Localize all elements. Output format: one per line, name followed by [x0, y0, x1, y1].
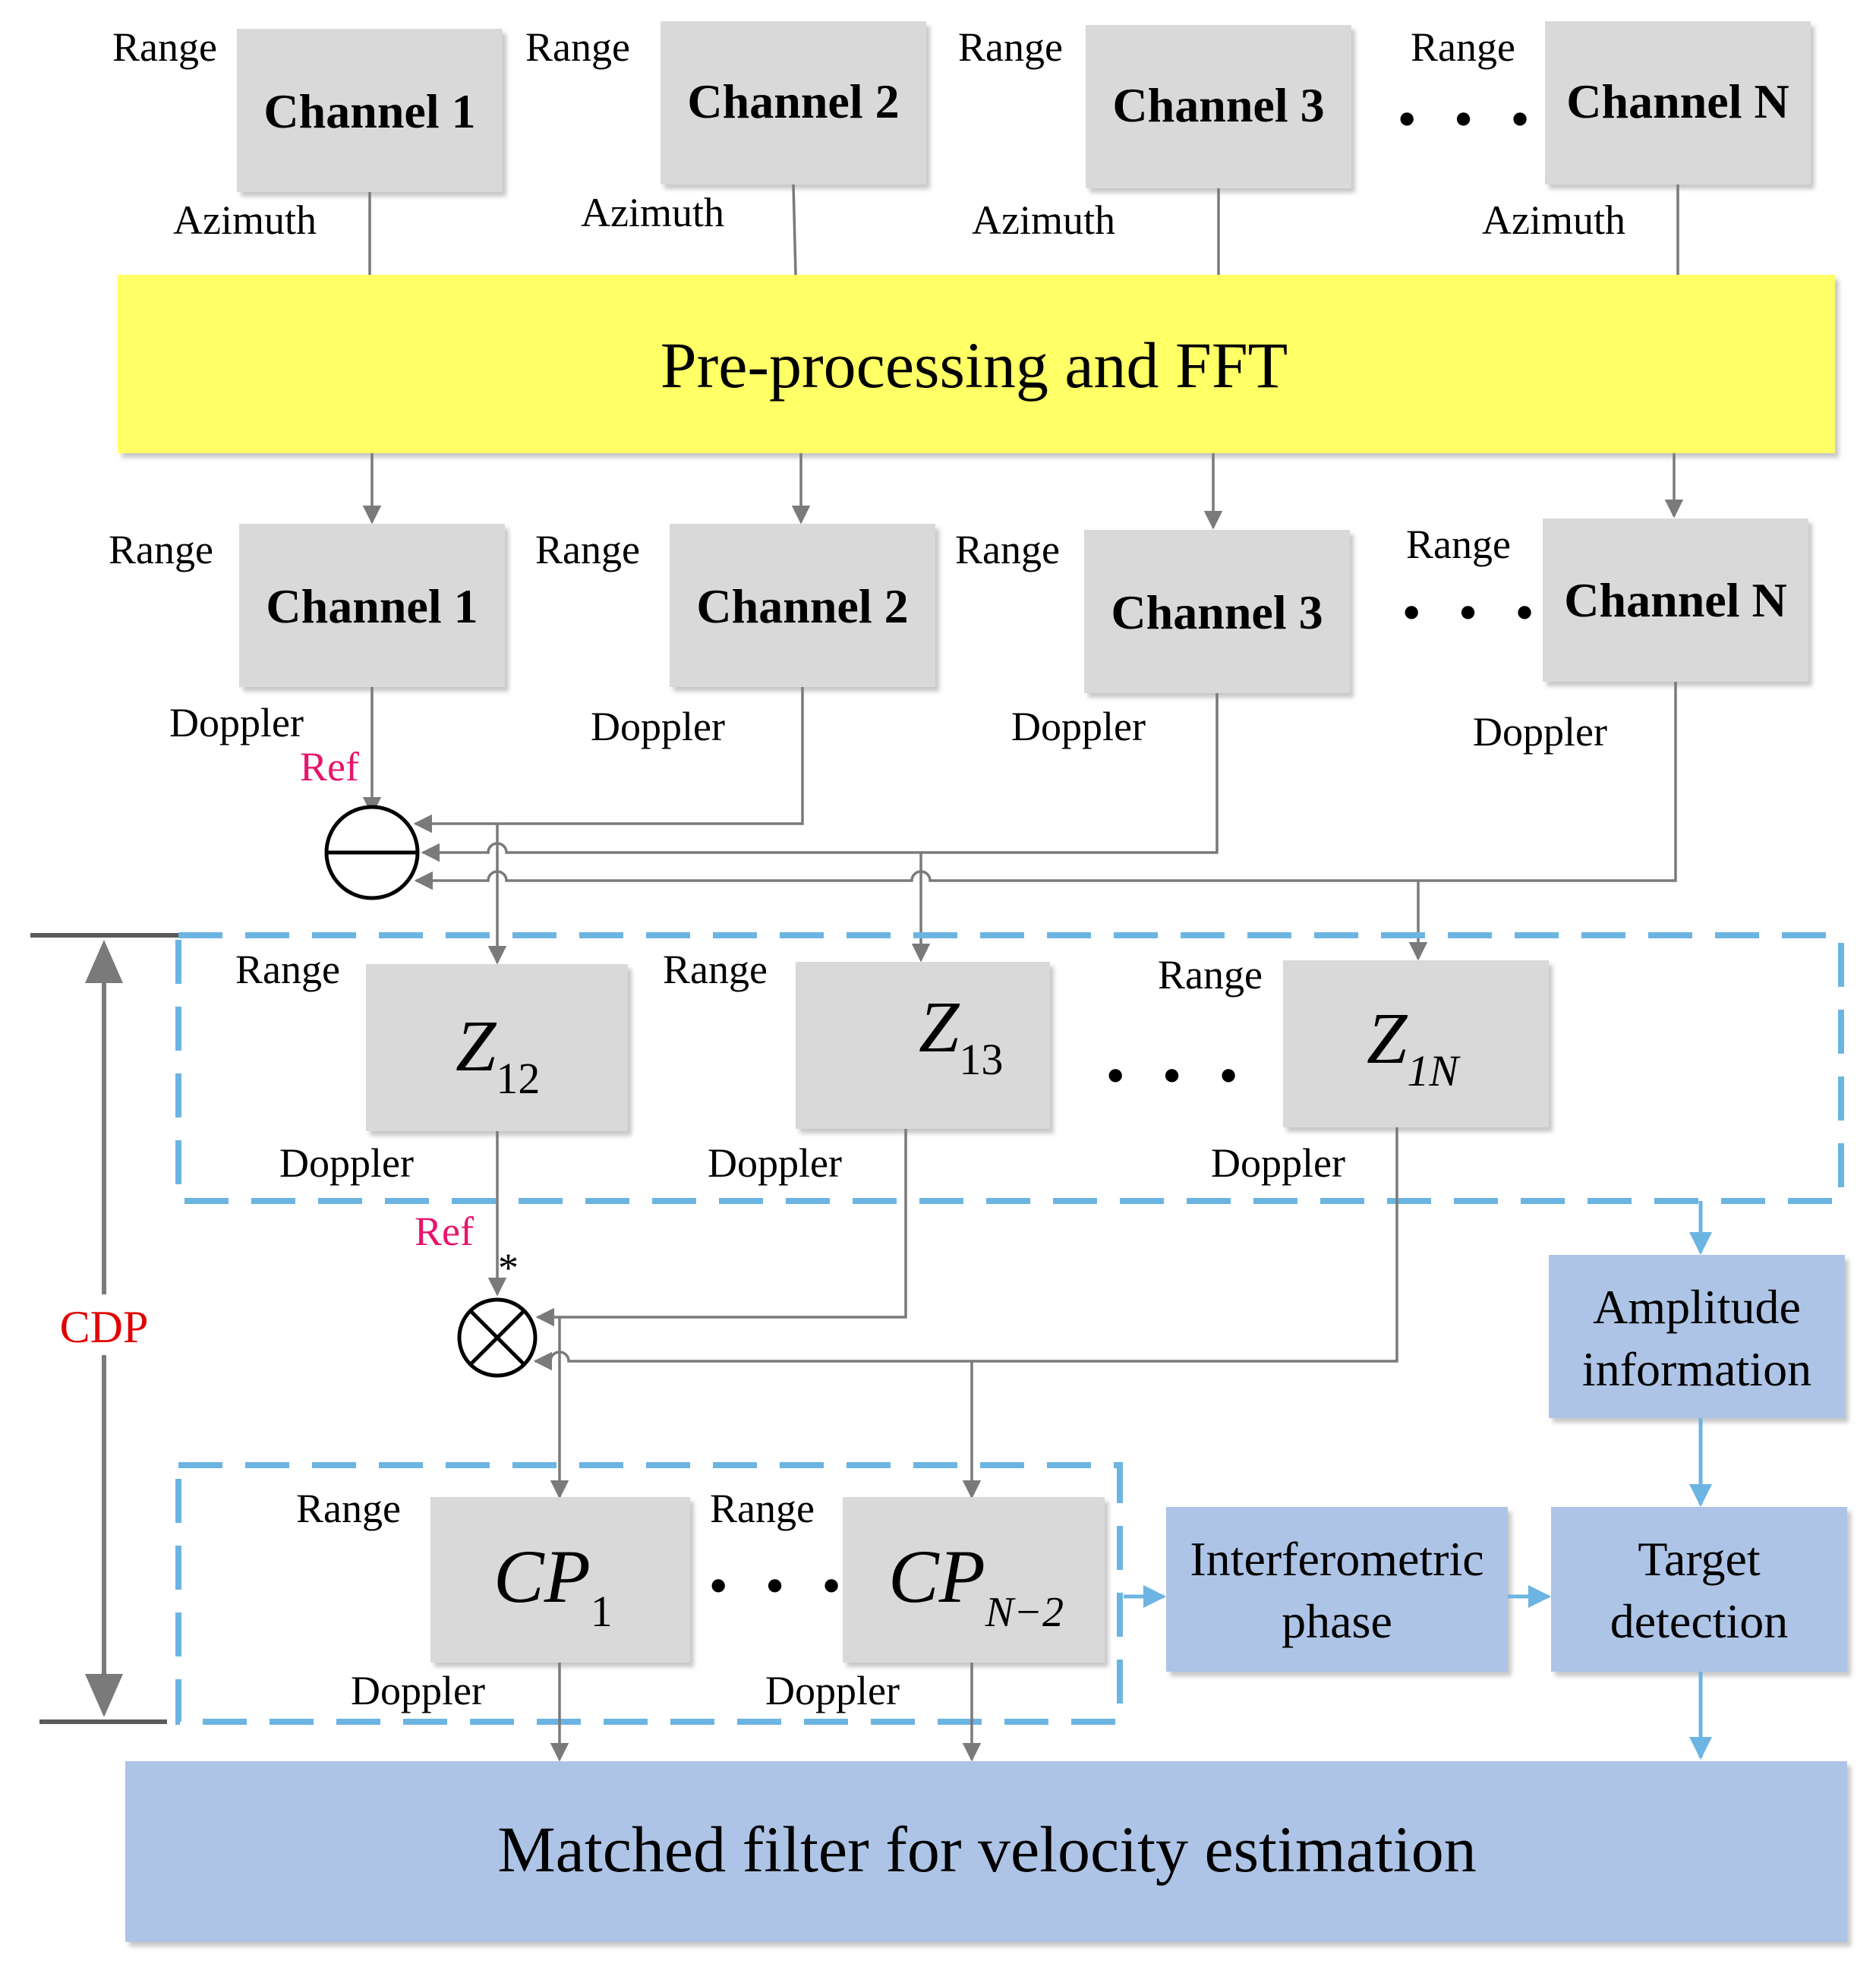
cpn2-label: CPN−2 — [888, 1534, 1064, 1636]
stage2-channel-n-label: Channel N — [1564, 573, 1786, 627]
cpn2-box — [843, 1497, 1105, 1663]
z12-label: Z12 — [456, 1005, 540, 1103]
stage2-channel-3-box — [1084, 530, 1350, 693]
stage1-connectors — [368, 184, 1679, 276]
stage1-channel-3-box — [1086, 25, 1351, 188]
ref-label-subtract: Ref — [300, 744, 359, 790]
side-box-connectors — [1124, 1201, 1712, 1760]
stage1-azimuth-label-n: Azimuth — [1482, 197, 1625, 243]
stage2-channel-1-label: Channel 1 — [266, 579, 478, 633]
z-range-label-2: Range — [663, 947, 768, 992]
matched-filter-label: Matched filter for velocity estimation — [497, 1813, 1477, 1886]
target-detection-label-line2: detection — [1610, 1594, 1789, 1648]
z-ellipsis: • • • — [1107, 1048, 1250, 1102]
interferometric-phase-label-line2: phase — [1282, 1594, 1392, 1648]
interferometric-phase-box — [1166, 1507, 1508, 1672]
stage1-channel-n-label: Channel N — [1566, 74, 1789, 128]
stage1-range-label-n: Range — [1411, 24, 1515, 70]
stage2-doppler-label-2: Doppler — [591, 704, 725, 749]
cp1-label: CP1 — [493, 1534, 613, 1636]
stage2-doppler-label-3: Doppler — [1011, 704, 1146, 749]
preprocessing-box — [118, 275, 1835, 453]
conjugate-symbol: * — [498, 1245, 519, 1291]
stage2-channel-2-label: Channel 2 — [696, 579, 908, 633]
stage1-azimuth-label-3: Azimuth — [972, 197, 1115, 243]
z13-label: Z13 — [919, 986, 1003, 1084]
z-boxes-group-outline — [175, 932, 1844, 1204]
stage2-channels: Channel 1 Channel 2 Channel 3 Channel N … — [109, 519, 1808, 755]
cp-boxes: CP1 CPN−2 Range Range Doppler Doppler • … — [296, 1486, 1105, 1713]
target-detection-label-line1: Target — [1638, 1532, 1761, 1586]
matched-filter-box — [125, 1761, 1847, 1942]
stage1-range-label-1: Range — [112, 24, 217, 70]
z1n-label: Z1N — [1367, 998, 1461, 1095]
z-doppler-label-n: Doppler — [1211, 1140, 1345, 1186]
stage2-range-label-1: Range — [109, 527, 213, 572]
stage2-ellipsis: • • • — [1403, 585, 1547, 639]
z-range-label-1: Range — [235, 947, 340, 992]
side-processing-boxes: Amplitude information Interferometric ph… — [1166, 1255, 1847, 1672]
stage1-channel-1-label: Channel 1 — [263, 84, 475, 138]
z-range-label-n: Range — [1158, 952, 1263, 998]
cdp-label: CDP — [60, 1302, 149, 1352]
circle-times-icon — [457, 1297, 538, 1378]
target-detection-box — [1551, 1507, 1847, 1672]
stage2-range-label-3: Range — [955, 527, 1060, 572]
stage2-doppler-label-n: Doppler — [1473, 709, 1607, 755]
stage2-channel-n-box — [1543, 519, 1808, 682]
stage2-channel-2-box — [670, 524, 935, 687]
stage1-ellipsis: • • • — [1398, 92, 1542, 146]
stage1-channel-n-box — [1545, 21, 1811, 184]
stage1-channels: Channel 1 Channel 2 Channel 3 Channel N … — [112, 21, 1811, 243]
cp-range-label-2: Range — [710, 1486, 815, 1531]
stage2-range-label-2: Range — [535, 527, 640, 572]
cp-doppler-label-1: Doppler — [351, 1668, 485, 1713]
stage2-range-label-n: Range — [1406, 522, 1511, 567]
interferometric-phase-label-line1: Interferometric — [1190, 1532, 1483, 1586]
cp-range-label-1: Range — [296, 1486, 401, 1531]
cp-doppler-label-2: Doppler — [765, 1668, 900, 1713]
circle-minus-icon — [324, 805, 420, 900]
stage1-channel-3-label: Channel 3 — [1112, 78, 1324, 132]
z-boxes: Z12 Z13 Z1N Range Range Range Doppler Do… — [235, 947, 1549, 1186]
z1n-box — [1283, 960, 1549, 1127]
preprocessing-label: Pre-processing and FFT — [661, 329, 1288, 402]
stage2-doppler-label-1: Doppler — [169, 700, 304, 745]
ref-label-multiply: Ref — [415, 1209, 474, 1254]
preprocessing-connectors — [362, 453, 1684, 530]
cp-boxes-group-outline — [175, 1462, 1123, 1725]
z-doppler-label-1: Doppler — [279, 1140, 414, 1186]
cp1-box — [430, 1497, 690, 1663]
stage1-channel-2-label: Channel 2 — [687, 74, 899, 128]
stage1-channel-2-box — [661, 21, 926, 184]
cp-ellipsis: • • • — [710, 1559, 853, 1612]
stage1-azimuth-label-2: Azimuth — [581, 190, 724, 235]
stage2-channel-3-label: Channel 3 — [1111, 585, 1323, 639]
stage1-channel-1-box — [237, 29, 503, 192]
amplitude-information-label-line2: information — [1582, 1342, 1811, 1396]
z12-box — [366, 964, 628, 1131]
z-doppler-label-2: Doppler — [708, 1140, 842, 1186]
subtraction-wiring — [362, 682, 1677, 965]
multiplication-wiring — [487, 1127, 1398, 1499]
z13-box — [796, 962, 1050, 1129]
stage1-azimuth-label-1: Azimuth — [173, 197, 317, 243]
cp-output-connectors — [550, 1663, 982, 1762]
amplitude-information-label-line1: Amplitude — [1593, 1280, 1801, 1334]
amplitude-information-box — [1549, 1255, 1845, 1418]
stage2-channel-1-box — [239, 524, 505, 687]
stage1-range-label-2: Range — [525, 24, 630, 70]
stage1-range-label-3: Range — [958, 24, 1063, 70]
